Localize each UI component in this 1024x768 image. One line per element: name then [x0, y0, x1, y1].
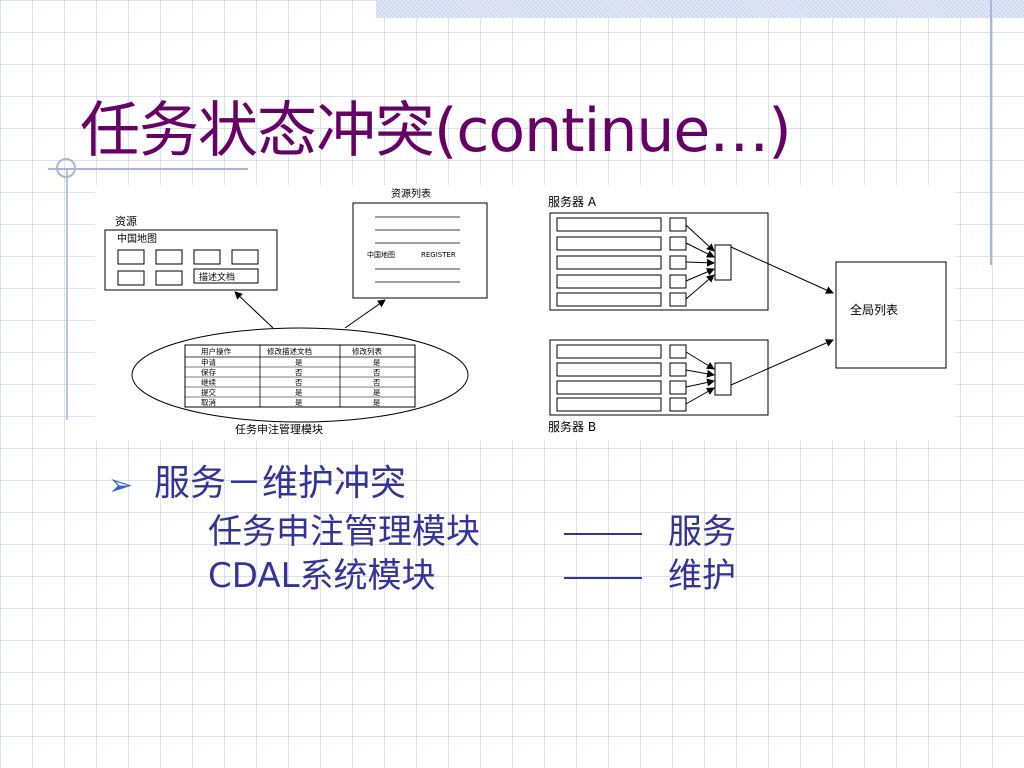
table-header-list: 修改列表 — [352, 346, 382, 356]
resource-box — [104, 229, 278, 291]
table-cell: 否 — [295, 368, 303, 377]
server-b-box — [549, 339, 769, 416]
table-cell: 取消 — [201, 397, 216, 407]
server-a-group: 服务器 A — [548, 194, 769, 311]
module-group: 用户操作 修改描述文档 修改列表 申请 是 是 保存 否 否 继续 否 否 提交… — [131, 327, 469, 436]
global-list-label: 全局列表 — [850, 302, 898, 317]
table-cell: 是 — [373, 398, 381, 407]
table-cell: 继续 — [201, 377, 216, 387]
resource-slot — [117, 270, 145, 286]
resource-list-title: 资源列表 — [391, 187, 431, 200]
decor-vertical-line — [990, 0, 992, 265]
table-cell: 否 — [373, 378, 381, 387]
server-a-label: 服务器 A — [548, 194, 597, 209]
table-cell: 申请 — [201, 357, 216, 367]
conflict-diagram: 资源 中国地图 描述文档 资源列表 中国地图 REGISTER — [95, 185, 955, 440]
dash-separator — [564, 576, 642, 579]
sub-line: 任务申注管理模块 服务 — [208, 510, 736, 554]
bullet-main-text: 服务－维护冲突 — [154, 463, 407, 504]
sub-line-right: 服务 — [668, 512, 736, 552]
resource-doc-box — [193, 268, 259, 284]
resource-group: 资源 中国地图 描述文档 — [104, 214, 278, 291]
module-label: 任务申注管理模块 — [235, 422, 323, 436]
server-b-group: 服务器 B — [548, 339, 769, 434]
slide-title: 任务状态冲突(continue…) — [80, 96, 792, 166]
sub-line: CDAL系统模块 维护 — [208, 554, 736, 598]
server-a-box — [549, 212, 769, 311]
decor-vertical-line-left — [66, 170, 68, 420]
resource-slot — [193, 249, 221, 265]
arrowhead-bullet-icon: ➢ — [108, 468, 134, 503]
operations-table — [184, 344, 416, 408]
decor-circle — [56, 158, 76, 178]
table-cell: 是 — [295, 398, 303, 407]
table-cell: 否 — [373, 368, 381, 377]
table-header-doc: 修改描述文档 — [267, 346, 312, 356]
top-pattern-bar — [376, 0, 1024, 18]
list-entry-map: 中国地图 — [367, 250, 395, 259]
global-list-group: 全局列表 — [730, 246, 947, 386]
table-cell: 是 — [295, 388, 303, 397]
bullet-item: ➢ 服务－维护冲突 — [108, 462, 406, 508]
resource-doc-label: 描述文档 — [199, 271, 235, 283]
sub-line-left: 任务申注管理模块 — [208, 512, 480, 552]
resource-slot — [155, 270, 183, 286]
table-cell: 是 — [373, 358, 381, 367]
table-header-op: 用户操作 — [201, 346, 231, 356]
resource-label: 资源 — [115, 214, 137, 228]
list-entry-status: REGISTER — [421, 251, 456, 259]
sub-line-right: 维护 — [668, 556, 736, 596]
resource-list-group: 资源列表 中国地图 REGISTER — [352, 187, 488, 299]
resource-slot — [231, 249, 259, 265]
table-cell: 否 — [295, 378, 303, 387]
resource-slot — [117, 249, 145, 265]
table-cell: 是 — [373, 388, 381, 397]
table-cell: 提交 — [201, 387, 216, 397]
sub-line-left: CDAL系统模块 — [208, 556, 436, 596]
resource-map-label: 中国地图 — [117, 232, 157, 245]
dash-separator — [564, 532, 642, 535]
server-b-label: 服务器 B — [548, 419, 596, 434]
table-cell: 保存 — [201, 367, 216, 377]
resource-slot — [155, 249, 183, 265]
global-list-box — [835, 261, 947, 369]
table-cell: 是 — [295, 358, 303, 367]
decor-horizontal-line — [48, 168, 248, 170]
